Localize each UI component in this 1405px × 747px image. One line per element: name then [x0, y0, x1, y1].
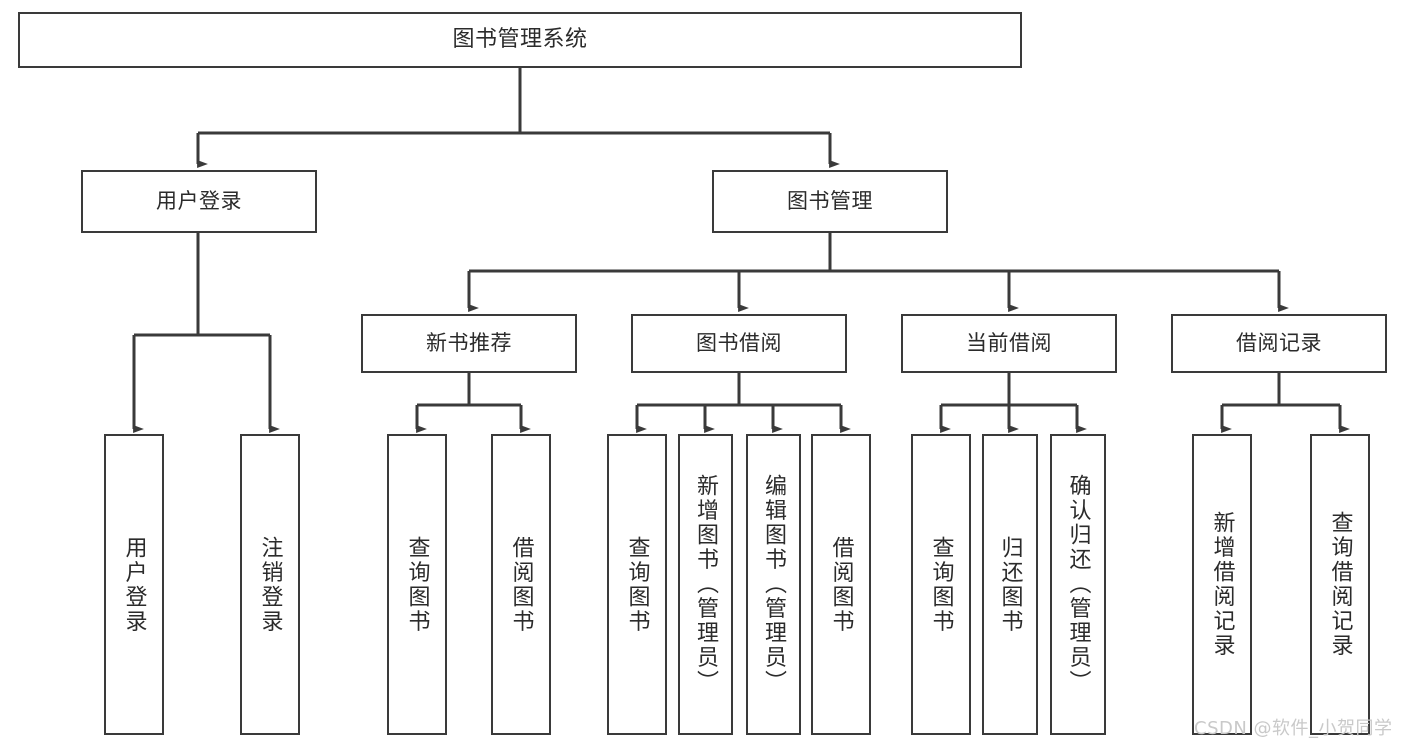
leaf-label: 新增图书（管理员） — [693, 474, 719, 695]
leaf-return-book[interactable]: 归还图书 — [982, 434, 1038, 735]
node-label: 图书管理系统 — [452, 26, 588, 52]
node-label: 当前借阅 — [966, 330, 1052, 355]
node-book-management[interactable]: 图书管理 — [712, 170, 948, 233]
leaf-label: 查询图书 — [624, 535, 650, 634]
node-label: 图书管理 — [787, 188, 873, 213]
leaf-confirm-return-admin[interactable]: 确认归还（管理员） — [1050, 434, 1106, 735]
leaf-query-book-current[interactable]: 查询图书 — [911, 434, 971, 735]
leaf-add-book-admin[interactable]: 新增图书（管理员） — [678, 434, 733, 735]
leaf-logout[interactable]: 注销登录 — [240, 434, 300, 735]
leaf-label: 编辑图书（管理员） — [761, 474, 787, 695]
leaf-borrow-book-borrow[interactable]: 借阅图书 — [811, 434, 871, 735]
node-root-book-management-system[interactable]: 图书管理系统 — [18, 12, 1022, 68]
leaf-label: 归还图书 — [997, 535, 1023, 634]
leaf-query-borrow-record[interactable]: 查询借阅记录 — [1310, 434, 1370, 735]
leaf-query-book-recommend[interactable]: 查询图书 — [387, 434, 447, 735]
leaf-label: 借阅图书 — [508, 535, 534, 634]
leaf-label: 查询图书 — [928, 535, 954, 634]
leaf-label: 确认归还（管理员） — [1065, 474, 1091, 695]
node-current-borrow[interactable]: 当前借阅 — [901, 314, 1117, 373]
leaf-label: 新增借阅记录 — [1209, 511, 1235, 658]
node-label: 新书推荐 — [426, 330, 512, 355]
node-user-login[interactable]: 用户登录 — [81, 170, 317, 233]
leaf-label: 用户登录 — [121, 535, 147, 634]
leaf-label: 借阅图书 — [828, 535, 854, 634]
leaf-edit-book-admin[interactable]: 编辑图书（管理员） — [746, 434, 801, 735]
leaf-label: 查询借阅记录 — [1327, 511, 1353, 658]
leaf-add-borrow-record[interactable]: 新增借阅记录 — [1192, 434, 1252, 735]
node-borrow-record[interactable]: 借阅记录 — [1171, 314, 1387, 373]
node-new-book-recommend[interactable]: 新书推荐 — [361, 314, 577, 373]
node-label: 图书借阅 — [696, 330, 782, 355]
leaf-user-login[interactable]: 用户登录 — [104, 434, 164, 735]
leaf-label: 注销登录 — [257, 535, 283, 634]
csdn-watermark: CSDN @软件_小贺同学 — [1194, 718, 1393, 739]
leaf-query-book-borrow[interactable]: 查询图书 — [607, 434, 667, 735]
node-label: 借阅记录 — [1236, 330, 1322, 355]
node-label: 用户登录 — [156, 188, 242, 213]
node-book-borrow[interactable]: 图书借阅 — [631, 314, 847, 373]
leaf-borrow-book-recommend[interactable]: 借阅图书 — [491, 434, 551, 735]
leaf-label: 查询图书 — [404, 535, 430, 634]
